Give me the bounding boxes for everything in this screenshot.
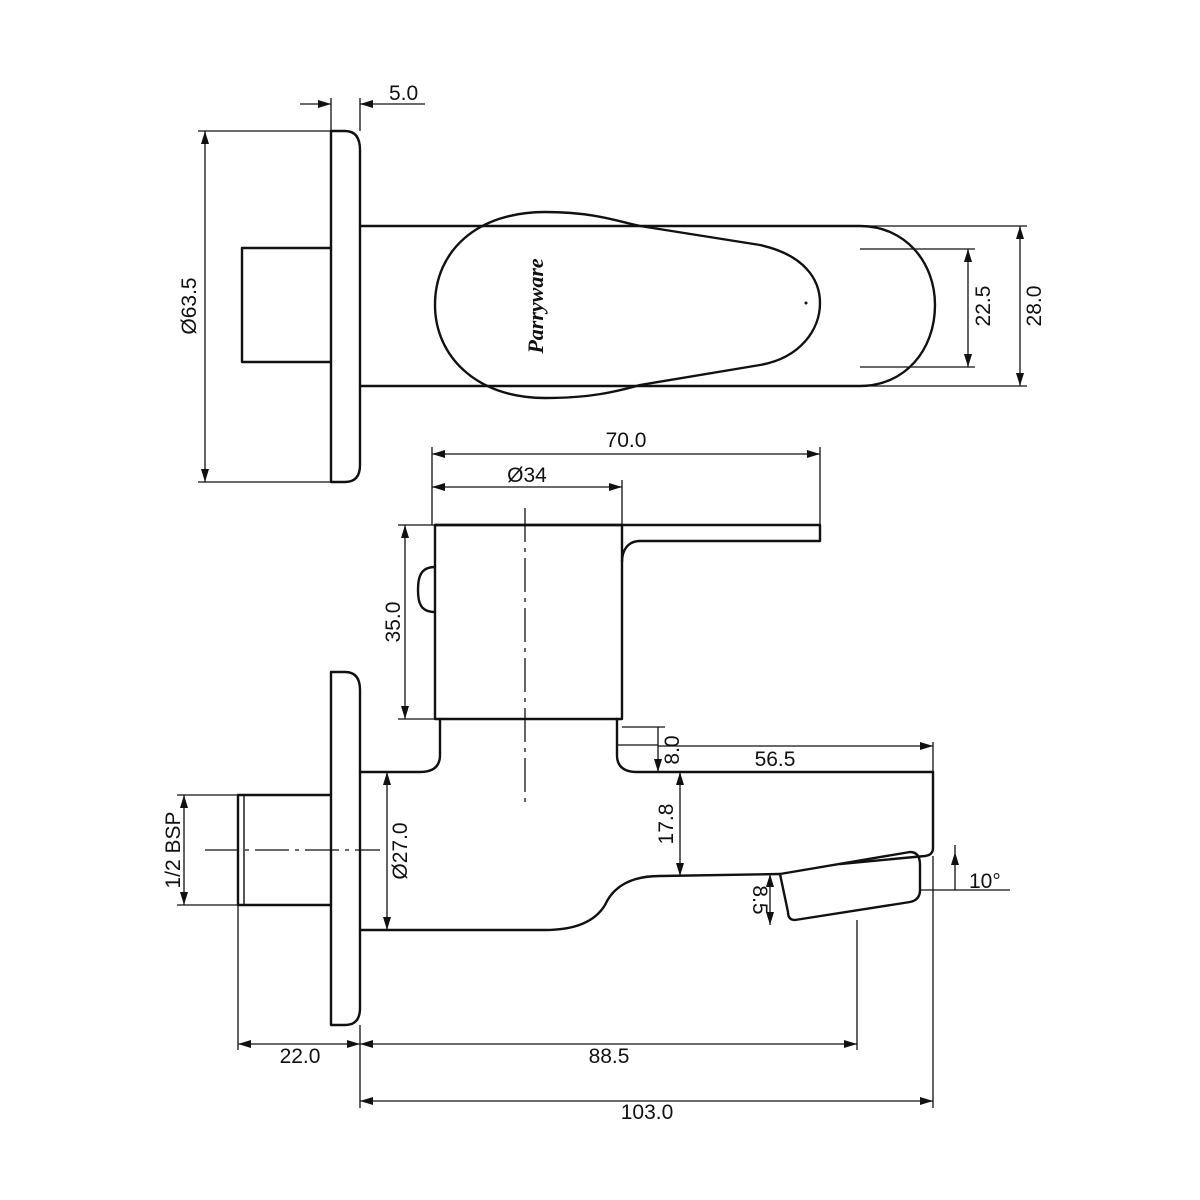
dim-lever-length: 70.0 (606, 429, 647, 452)
dim-overall-length: 103.0 (621, 1101, 674, 1124)
dim-thread-length: 22.0 (280, 1045, 321, 1068)
side-lever (433, 523, 822, 564)
dim-lever-inner-width: 22.5 (972, 286, 995, 327)
side-body-button (416, 565, 437, 614)
dimension-lines (177, 98, 1027, 1108)
brand-logo: Parryware (523, 258, 548, 355)
top-view: Parryware (240, 129, 937, 484)
top-inlet-stub (240, 246, 333, 364)
dim-thread-size: 1/2 BSP (162, 811, 185, 888)
side-outlet (778, 850, 922, 922)
side-body (433, 523, 624, 721)
top-lever-dot (804, 301, 808, 305)
dim-inlet-diameter: Ø27.0 (389, 822, 412, 879)
top-lever-knob (433, 210, 822, 400)
top-flange (329, 129, 362, 484)
side-flange (329, 670, 362, 1027)
dim-flange-thickness: 5.0 (389, 82, 418, 105)
dim-outlet-height: 8.5 (748, 885, 771, 914)
dim-spout-height: 17.8 (655, 804, 678, 845)
side-neck (358, 717, 935, 774)
top-lever (358, 224, 937, 388)
dim-body-diameter: Ø34 (507, 464, 547, 487)
dim-body-height: 35.0 (382, 602, 405, 643)
dim-lever-outer-width: 28.0 (1023, 286, 1046, 327)
dim-neck-gap: 8.0 (661, 735, 684, 764)
dimension-labels: 5.0 Ø63.5 22.5 28.0 70.0 Ø34 35.0 8.0 56… (162, 82, 1046, 1124)
dim-flange-diameter: Ø63.5 (178, 277, 201, 334)
side-view (236, 523, 935, 1027)
side-spout (358, 770, 935, 932)
dim-spout-top-length: 56.5 (755, 748, 796, 771)
centerlines (205, 508, 526, 851)
dim-outlet-angle: 10° (969, 870, 1001, 893)
dim-outlet-reach: 88.5 (589, 1045, 630, 1068)
